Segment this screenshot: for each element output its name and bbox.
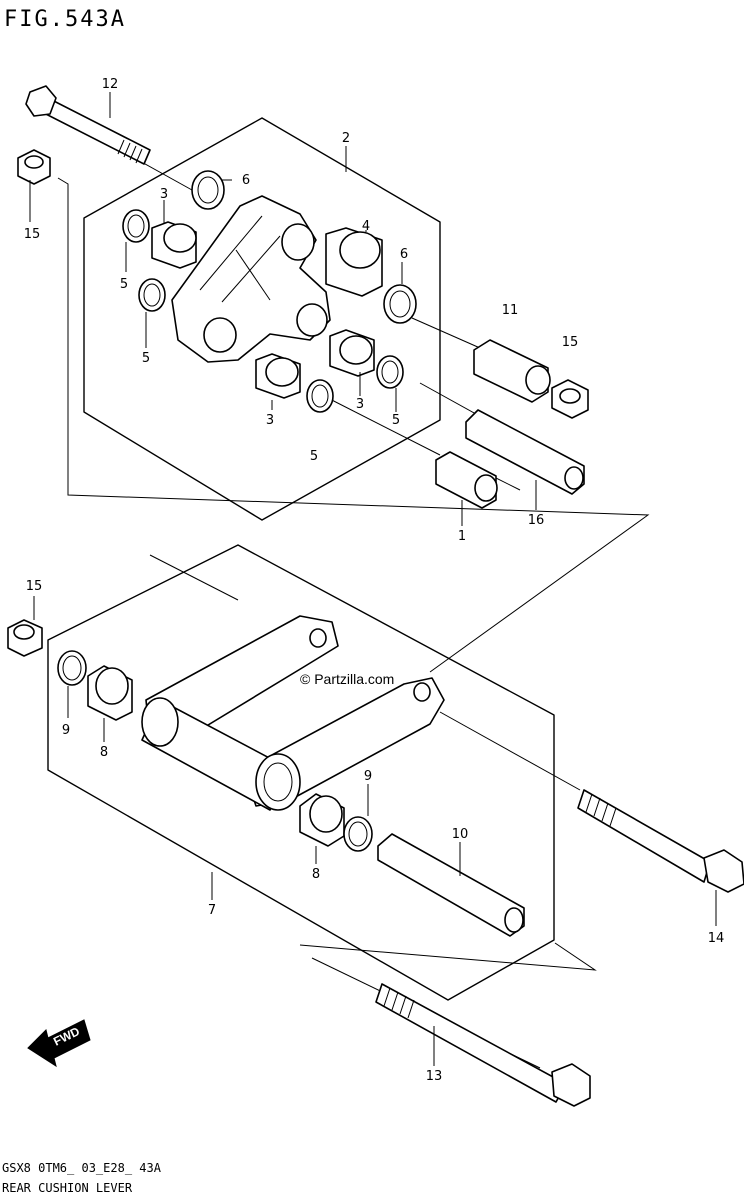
bolt-12: [25, 85, 151, 165]
callout-6-a: 6: [242, 173, 250, 188]
rod-assembly: [141, 615, 445, 811]
upper-group-outline: [83, 117, 441, 521]
callout-8-b: 8: [312, 867, 320, 882]
model-code: GSX8 0TM6_ 03_E28_ 43A: [2, 1161, 162, 1175]
callout-12: 12: [102, 77, 119, 92]
callout-15-b: 15: [562, 335, 579, 350]
callout-7: 7: [208, 903, 216, 918]
lower-spacers: [57, 650, 373, 852]
callout-14: 14: [708, 931, 725, 946]
callout-5-c: 5: [392, 413, 400, 428]
nut-15-upper: [17, 149, 51, 185]
callout-8-a: 8: [100, 745, 108, 760]
callout-3-b: 3: [266, 413, 274, 428]
fwd-arrow-icon: FWD: [27, 1019, 91, 1068]
callout-2: 2: [342, 131, 350, 146]
callout-11: 11: [502, 303, 519, 318]
upper-spacers: [151, 221, 383, 399]
callout-9-b: 9: [364, 769, 372, 784]
lower-group-outline: [47, 544, 555, 1001]
callout-5-b: 5: [142, 351, 150, 366]
watermark: © Partzilla.com: [300, 671, 394, 687]
bolt-13: [375, 983, 591, 1107]
pipe-10: [377, 833, 525, 937]
callout-3-a: 3: [160, 187, 168, 202]
callout-9-a: 9: [62, 723, 70, 738]
cushion-lever-body: [171, 195, 331, 363]
figure-caption: REAR CUSHION LEVER: [2, 1181, 133, 1195]
upper-collars: [435, 339, 585, 509]
callout-1: 1: [458, 529, 466, 544]
callout-4: 4: [362, 219, 370, 234]
callout-13: 13: [426, 1069, 443, 1084]
callout-5-a: 5: [120, 277, 128, 292]
callout-3-c: 3: [356, 397, 364, 412]
upper-seals: [122, 170, 417, 413]
figure-title: FIG.543A: [4, 7, 126, 32]
callout-15-a: 15: [24, 227, 41, 242]
nut-15-right: [551, 379, 589, 419]
callout-5-d: 5: [310, 449, 318, 464]
callouts: 12 2 15 6 3 4 6 5 5 11 15 3 3 5 5 1 16 1…: [24, 77, 725, 1084]
callout-10: 10: [452, 827, 469, 842]
callout-15-c: 15: [26, 579, 43, 594]
bolt-14: [577, 789, 744, 893]
callout-leaders: [29, 92, 717, 1066]
callout-6-b: 6: [400, 247, 408, 262]
callout-16: 16: [528, 513, 545, 528]
nut-15-lower: [7, 619, 43, 657]
